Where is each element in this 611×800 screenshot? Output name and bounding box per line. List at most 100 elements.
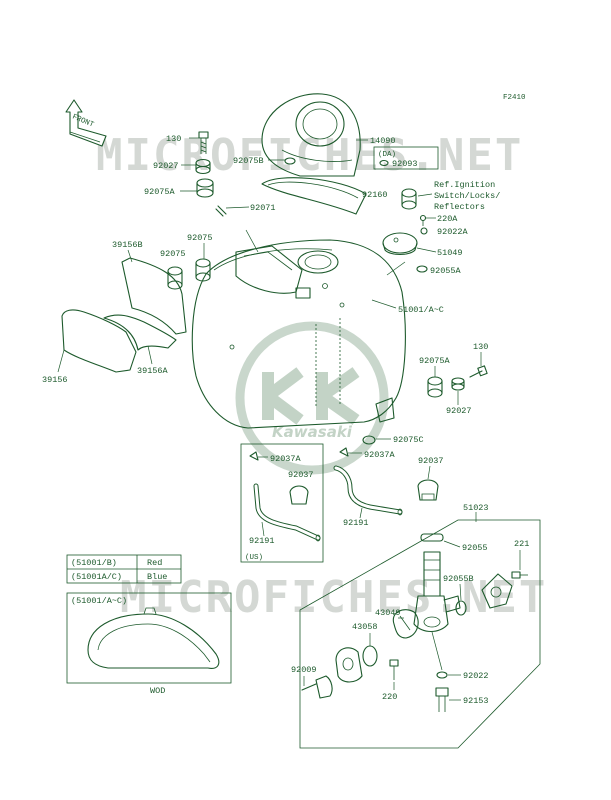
pin-92071 — [215, 205, 227, 217]
grommet-92075B — [284, 157, 296, 165]
washer-92027-top — [195, 158, 211, 175]
label-us: (US) — [245, 554, 263, 562]
label-51001: 51001/A~C — [398, 305, 444, 315]
label-51023: 51023 — [463, 503, 489, 513]
label-51049: 51049 — [437, 248, 463, 258]
label-92191-left: 92191 — [249, 536, 275, 546]
color-row-0-color: Red — [147, 558, 162, 568]
damper-92075A-right — [427, 376, 443, 398]
label-92037A-mid: 92037A — [364, 450, 396, 460]
label-43049: 43049 — [375, 608, 401, 618]
cap-51049 — [382, 232, 418, 256]
label-130-top: 130 — [166, 134, 181, 144]
grommet-92075C — [362, 435, 376, 445]
washer-92022 — [436, 671, 448, 679]
side-cover-39156B — [121, 257, 187, 335]
clamp-92037-right — [417, 479, 439, 501]
color-row-0-code: (51001/B) — [71, 558, 117, 568]
inset-box: (51001/A~C) WOD — [66, 592, 232, 696]
label-220A: 220A — [437, 214, 458, 224]
label-92037-left: 92037 — [288, 470, 314, 480]
screw-220 — [389, 659, 399, 680]
gasket-92055 — [420, 533, 444, 542]
ref-line3: Reflectors — [434, 202, 485, 212]
front-arrow-icon: FRONT — [65, 99, 107, 147]
label-39156B: 39156B — [112, 240, 143, 250]
inset-caption: WOD — [150, 686, 165, 696]
watermark-text-top: MICROFICHES.NET — [96, 130, 523, 181]
ref-line1: Ref.Ignition — [434, 180, 495, 190]
label-130-right: 130 — [473, 342, 488, 352]
label-92022A: 92022A — [437, 227, 469, 237]
washer-92027-right — [451, 377, 465, 391]
hose-92191-left — [253, 483, 321, 542]
label-92093: 92093 — [392, 159, 418, 169]
label-39156A: 39156A — [137, 366, 169, 376]
cover-plate — [481, 573, 513, 609]
us-box: (US) — [240, 443, 324, 563]
clip-92037A-left — [249, 451, 259, 461]
color-row-1-code: (51001A/C) — [71, 572, 122, 582]
label-da: (DA) — [378, 151, 396, 159]
clip-92037A-mid — [339, 447, 349, 457]
screw-221 — [511, 571, 528, 579]
label-92160: 92160 — [362, 190, 388, 200]
logo-text: Kawasaki — [272, 423, 353, 441]
gasket-92055A — [416, 265, 428, 273]
label-39156: 39156 — [42, 375, 68, 385]
washer-92022A — [420, 227, 428, 235]
side-cover-39156A — [103, 314, 177, 351]
inset-code: (51001/A~C) — [71, 596, 127, 606]
label-92037A-left: 92037A — [270, 454, 302, 464]
ignition-switch — [401, 188, 417, 210]
clamp-92037-left — [289, 485, 309, 505]
label-92055: 92055 — [462, 543, 488, 553]
label-92027-top: 92027 — [153, 161, 179, 171]
damper-92075-b — [195, 258, 211, 282]
plate-lever — [335, 647, 363, 683]
color-row-1-color: Blue — [147, 572, 167, 582]
label-92071: 92071 — [250, 203, 276, 213]
damper-92075A-top — [196, 178, 214, 198]
kawasaki-logo: Kawasaki — [235, 321, 389, 475]
gasket-92160 — [261, 177, 367, 215]
label-92075-b: 92075 — [187, 233, 213, 243]
bolt-130-top — [198, 131, 209, 154]
color-table: (51001/B) Red (51001A/C) Blue — [66, 554, 182, 584]
label-92009: 92009 — [291, 665, 317, 675]
label-92153: 92153 — [463, 696, 489, 706]
label-92075C: 92075C — [393, 435, 424, 445]
label-92075A-top: 92075A — [144, 187, 176, 197]
ref-line2: Switch/Locks/ — [434, 191, 500, 201]
screw-92009 — [301, 675, 333, 699]
label-43058: 43058 — [352, 622, 378, 632]
label-92075-a: 92075 — [160, 249, 186, 259]
da-box: (DA) 92093 — [373, 146, 439, 170]
oring-92055B — [455, 600, 467, 616]
bolt-92153 — [435, 687, 449, 712]
meter-cover-14090 — [261, 93, 361, 177]
label-92022: 92022 — [463, 671, 489, 681]
label-92191-right: 92191 — [343, 518, 369, 528]
label-221: 221 — [514, 539, 529, 549]
damper-92075-a — [167, 266, 183, 290]
label-92055B: 92055B — [443, 574, 474, 584]
hose-92191-right — [333, 465, 403, 516]
bolt-130-right — [469, 365, 488, 378]
label-92027-right: 92027 — [446, 406, 472, 416]
label-220: 220 — [382, 692, 397, 702]
label-92075A-right: 92075A — [419, 356, 451, 366]
label-14090: 14090 — [370, 136, 396, 146]
watermark-layer: MICROFICHES.NET MICROFICHES.NET Kawasaki — [96, 130, 547, 623]
diagram-code: F2410 — [503, 94, 526, 102]
label-92055A: 92055A — [430, 266, 462, 276]
screw-220A — [419, 214, 427, 226]
side-cover-39156 — [61, 309, 137, 373]
label-92037-right: 92037 — [418, 456, 444, 466]
watermark-text-bottom: MICROFICHES.NET — [120, 572, 547, 623]
oring-43058 — [362, 645, 378, 667]
fuel-tank-51001 — [191, 239, 406, 429]
label-92075B: 92075B — [233, 156, 264, 166]
fuel-cock-box — [299, 519, 541, 749]
